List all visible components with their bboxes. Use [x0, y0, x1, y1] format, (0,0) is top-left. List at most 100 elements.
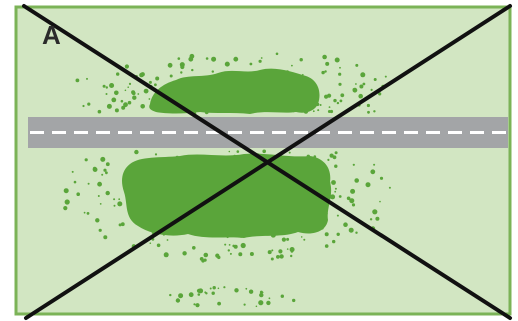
- vegetation-dot: [215, 254, 219, 258]
- vegetation-dot: [180, 71, 182, 73]
- vegetation-dot: [155, 77, 159, 81]
- vegetation-dot: [260, 291, 263, 294]
- vegetation-dot: [114, 205, 116, 207]
- vegetation-dot: [178, 293, 183, 298]
- vegetation-dot: [218, 288, 220, 290]
- vegetation-dot: [320, 104, 322, 106]
- vegetation-dot: [276, 255, 280, 259]
- vegetation-dot: [359, 85, 363, 89]
- vegetation-dot: [72, 171, 74, 173]
- vegetation-dot: [178, 57, 181, 60]
- vegetation-dot: [137, 93, 139, 95]
- vegetation-dot: [334, 165, 337, 168]
- vegetation-dot: [144, 89, 149, 94]
- vegetation-dot: [116, 72, 119, 75]
- vegetation-dot: [164, 252, 169, 257]
- vegetation-dot: [340, 93, 344, 97]
- vegetation-dot: [340, 100, 343, 103]
- lower-forest-patch: [122, 154, 331, 238]
- vegetation-dot: [121, 100, 124, 103]
- vegetation-dot: [232, 245, 235, 248]
- vegetation-dot: [224, 244, 226, 246]
- vegetation-dot: [334, 191, 336, 193]
- vegetation-dot: [276, 53, 279, 56]
- vegetation-dot: [349, 228, 354, 233]
- vegetation-dot: [113, 198, 115, 200]
- vegetation-dot: [332, 240, 335, 243]
- panel-label: A: [42, 22, 61, 48]
- vegetation-dot: [290, 255, 292, 257]
- vegetation-dot: [363, 83, 366, 86]
- vegetation-dot: [335, 58, 340, 63]
- vegetation-dot: [317, 109, 319, 111]
- vegetation-dot: [139, 73, 144, 78]
- vegetation-dot: [193, 303, 195, 305]
- vegetation-dot: [150, 242, 152, 244]
- vegetation-dot: [74, 181, 77, 184]
- vegetation-dot: [330, 110, 333, 113]
- vegetation-dot: [212, 70, 214, 72]
- vegetation-dot: [106, 191, 110, 195]
- vegetation-dot: [103, 169, 106, 172]
- vegetation-dot: [85, 158, 88, 161]
- vegetation-dot: [256, 306, 258, 308]
- vegetation-dot: [109, 83, 114, 88]
- vegetation-dot: [360, 72, 365, 77]
- vegetation-dot: [349, 198, 354, 203]
- vegetation-dot: [129, 83, 131, 85]
- vegetation-dot: [213, 286, 216, 289]
- vegetation-dot: [125, 64, 129, 68]
- vegetation-dot: [250, 252, 254, 256]
- vegetation-dot: [106, 162, 110, 166]
- vegetation-dot: [337, 102, 339, 104]
- vegetation-dot: [291, 65, 293, 67]
- vegetation-dot: [100, 157, 105, 162]
- vegetation-dot: [301, 236, 303, 238]
- vegetation-dot: [372, 209, 377, 214]
- vegetation-dot: [322, 55, 327, 60]
- vegetation-dot: [352, 203, 355, 206]
- vegetation-dot: [325, 244, 329, 248]
- vegetation-dot: [375, 217, 379, 221]
- vegetation-dot: [105, 171, 108, 174]
- vegetation-dot: [132, 96, 136, 100]
- vegetation-dot: [223, 286, 225, 288]
- vegetation-dot: [279, 254, 283, 258]
- vegetation-dot: [355, 232, 357, 234]
- vegetation-dot: [290, 247, 295, 252]
- vegetation-dot: [97, 182, 102, 187]
- vegetation-dot: [367, 111, 370, 114]
- vegetation-dot: [180, 65, 184, 69]
- vegetation-dot: [106, 93, 108, 95]
- vegetation-dot: [93, 167, 97, 171]
- vegetation-dot: [76, 192, 80, 196]
- vegetation-dot: [230, 253, 232, 255]
- vegetation-dot: [167, 239, 169, 241]
- vegetation-dot: [300, 58, 303, 61]
- vegetation-dot: [98, 110, 102, 114]
- vegetation-dot: [101, 174, 103, 176]
- vegetation-dot: [353, 164, 355, 166]
- vegetation-dot: [370, 218, 372, 220]
- vegetation-dot: [204, 253, 209, 258]
- vegetation-dot: [330, 194, 335, 199]
- vegetation-dot: [389, 187, 391, 189]
- vegetation-dot: [355, 64, 358, 67]
- vegetation-dot: [198, 288, 203, 293]
- vegetation-dot: [385, 76, 387, 78]
- vegetation-dot: [313, 110, 315, 112]
- vegetation-dot: [268, 250, 272, 254]
- vegetation-dot: [87, 212, 90, 215]
- vegetation-dot: [266, 301, 270, 305]
- vegetation-dot: [192, 246, 196, 250]
- vegetation-dot: [338, 83, 341, 86]
- vegetation-dot: [228, 249, 230, 251]
- vegetation-dot: [169, 294, 171, 296]
- vegetation-dot: [339, 195, 342, 198]
- vegetation-dot: [355, 83, 357, 85]
- vegetation-dot: [321, 71, 324, 74]
- vegetation-dot: [303, 239, 305, 241]
- vegetation-dot: [373, 164, 375, 166]
- vegetation-dot: [201, 259, 204, 262]
